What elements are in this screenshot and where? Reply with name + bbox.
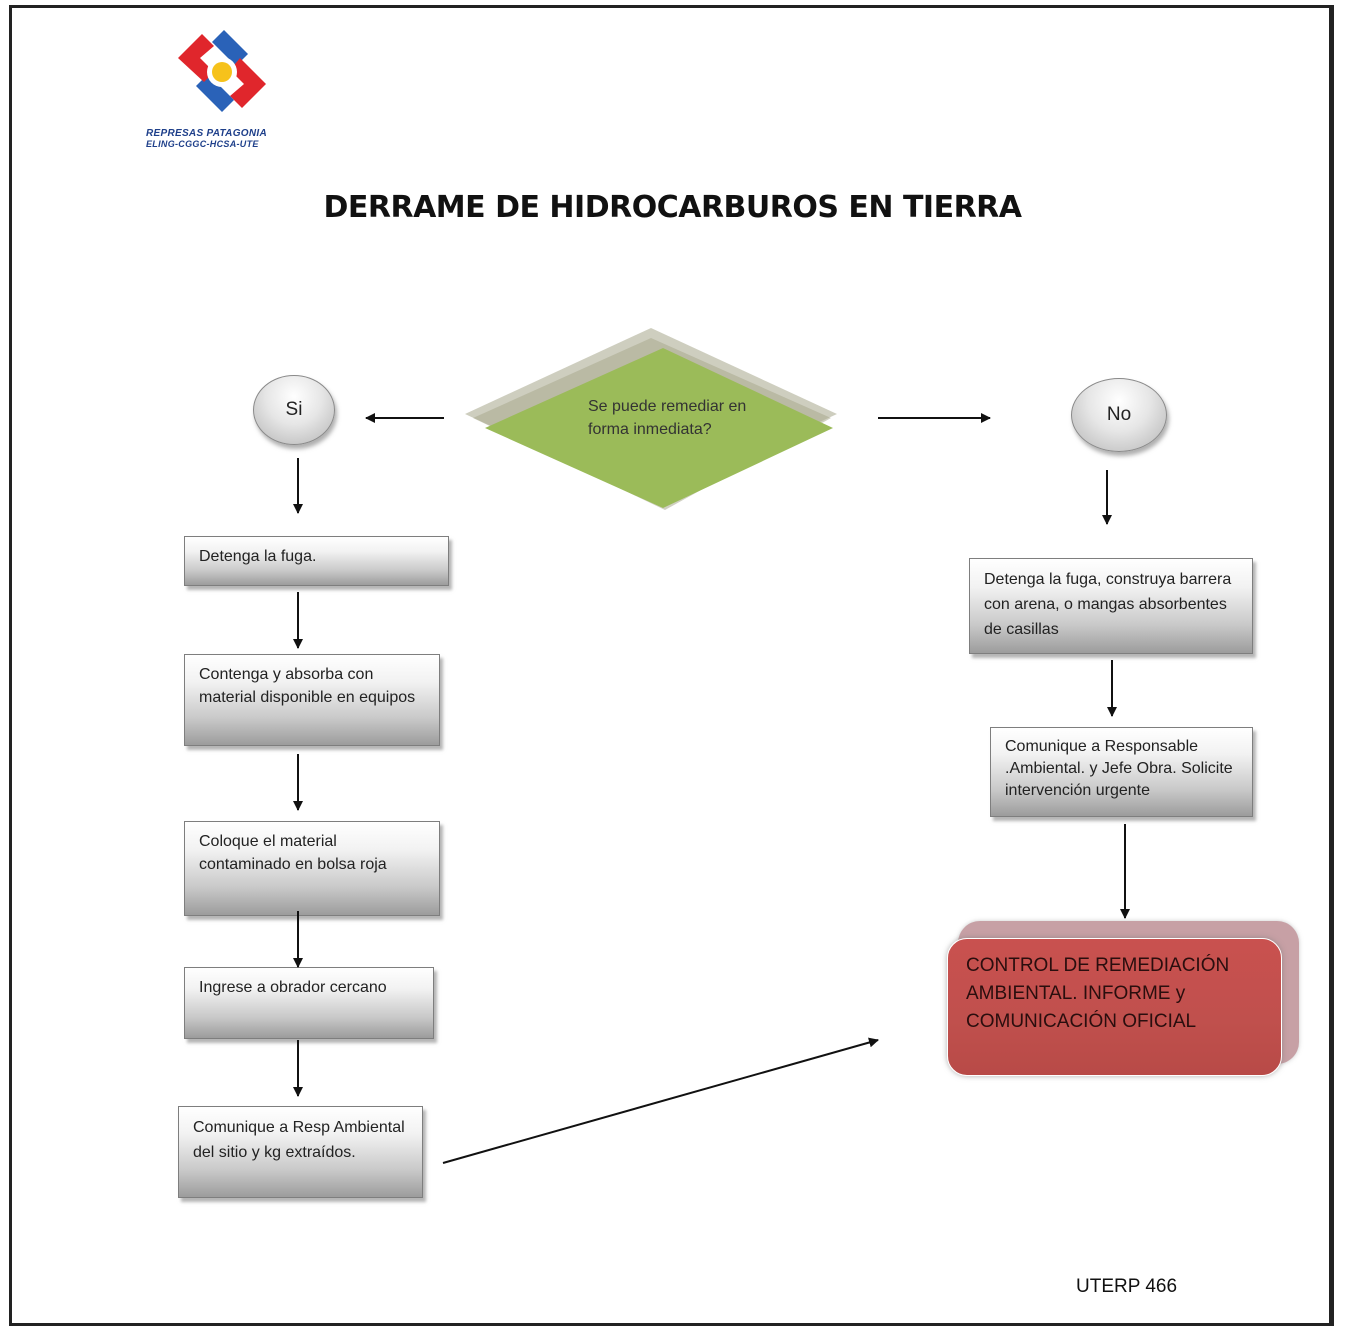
yes-circle: Si: [253, 375, 335, 445]
page-frame: [9, 5, 1334, 1326]
no-step-1: Detenga la fuga, construya barrera con a…: [969, 558, 1253, 654]
no-step-2: Comunique a Responsable .Ambiental. y Je…: [990, 727, 1253, 817]
page-title: DERRAME DE HIDROCARBUROS EN TIERRA: [323, 190, 1022, 225]
logo-text-line2: ELING-CGGC-HCSA-UTE: [146, 139, 259, 149]
yes-step-2: Contenga y absorba con material disponib…: [184, 654, 440, 746]
company-logo: [178, 30, 266, 112]
yes-label: Si: [285, 399, 303, 420]
arrow-to-final-from-yes: [442, 1037, 879, 1164]
document-code: UTERP 466: [1076, 1276, 1178, 1297]
yes-step-3: Coloque el material contaminado en bolsa…: [184, 821, 440, 916]
decision-diamond: [465, 328, 837, 510]
yes-step-4: Ingrese a obrador cercano: [184, 967, 434, 1039]
no-circle: No: [1071, 378, 1167, 452]
no-label: No: [1106, 404, 1132, 425]
yes-step-5: Comunique a Resp Ambiental del sitio y k…: [178, 1106, 423, 1198]
yes-step-1: Detenga la fuga.: [184, 536, 449, 586]
final-box: CONTROL DE REMEDIACIÓN AMBIENTAL. INFORM…: [947, 938, 1282, 1076]
logo-text-line1: REPRESAS PATAGONIA: [146, 128, 267, 139]
decision-text: Se puede remediar en forma inmediata?: [588, 398, 747, 438]
